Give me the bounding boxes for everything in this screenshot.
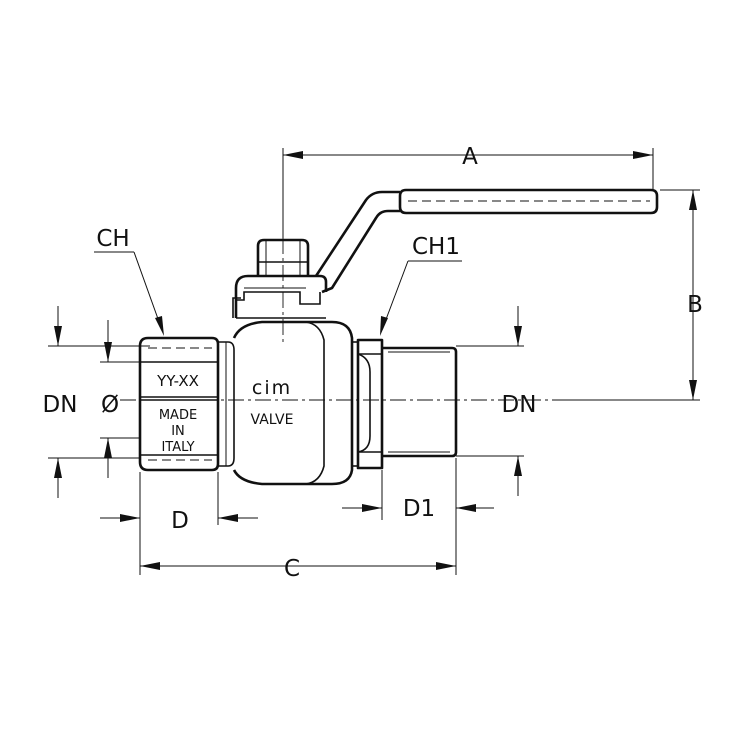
marking-valve: VALVE — [251, 412, 294, 428]
dimension-diameter: Ø — [100, 320, 140, 478]
label-dn-right: DN — [502, 392, 537, 418]
leader-ch1: CH1 — [380, 234, 462, 336]
label-d: D — [171, 508, 189, 534]
dimension-d: D — [100, 508, 258, 534]
marking-in: IN — [171, 424, 185, 439]
dimension-dn-right: DN — [502, 306, 537, 496]
marking-made: MADE — [159, 408, 197, 423]
right-hex-nut — [356, 338, 384, 470]
male-thread-end — [382, 346, 458, 458]
label-ch1: CH1 — [412, 234, 460, 260]
label-ch: CH — [96, 226, 129, 252]
dimension-dn-left: DN — [43, 306, 78, 498]
lever-handle — [232, 188, 659, 318]
label-dn-left: DN — [43, 392, 78, 418]
left-hex-end — [138, 336, 235, 472]
leader-ch: CH — [94, 226, 164, 336]
label-c: C — [284, 556, 300, 582]
marking-size-code: YY-XX — [156, 372, 199, 390]
marking-brand: cim — [252, 377, 292, 399]
label-b: B — [687, 292, 703, 318]
dimension-d1: D1 — [342, 496, 494, 522]
label-a: A — [462, 144, 478, 170]
dimension-a: A — [283, 144, 653, 170]
valve-body — [232, 317, 358, 486]
centerlines — [120, 238, 560, 401]
label-d1: D1 — [403, 496, 435, 522]
dimension-b: B — [687, 190, 703, 400]
dimension-c: C — [140, 556, 456, 582]
marking-italy: ITALY — [161, 440, 194, 455]
body-markings: YY-XX MADE IN ITALY cim VALVE — [156, 372, 293, 455]
label-diameter: Ø — [101, 392, 119, 418]
